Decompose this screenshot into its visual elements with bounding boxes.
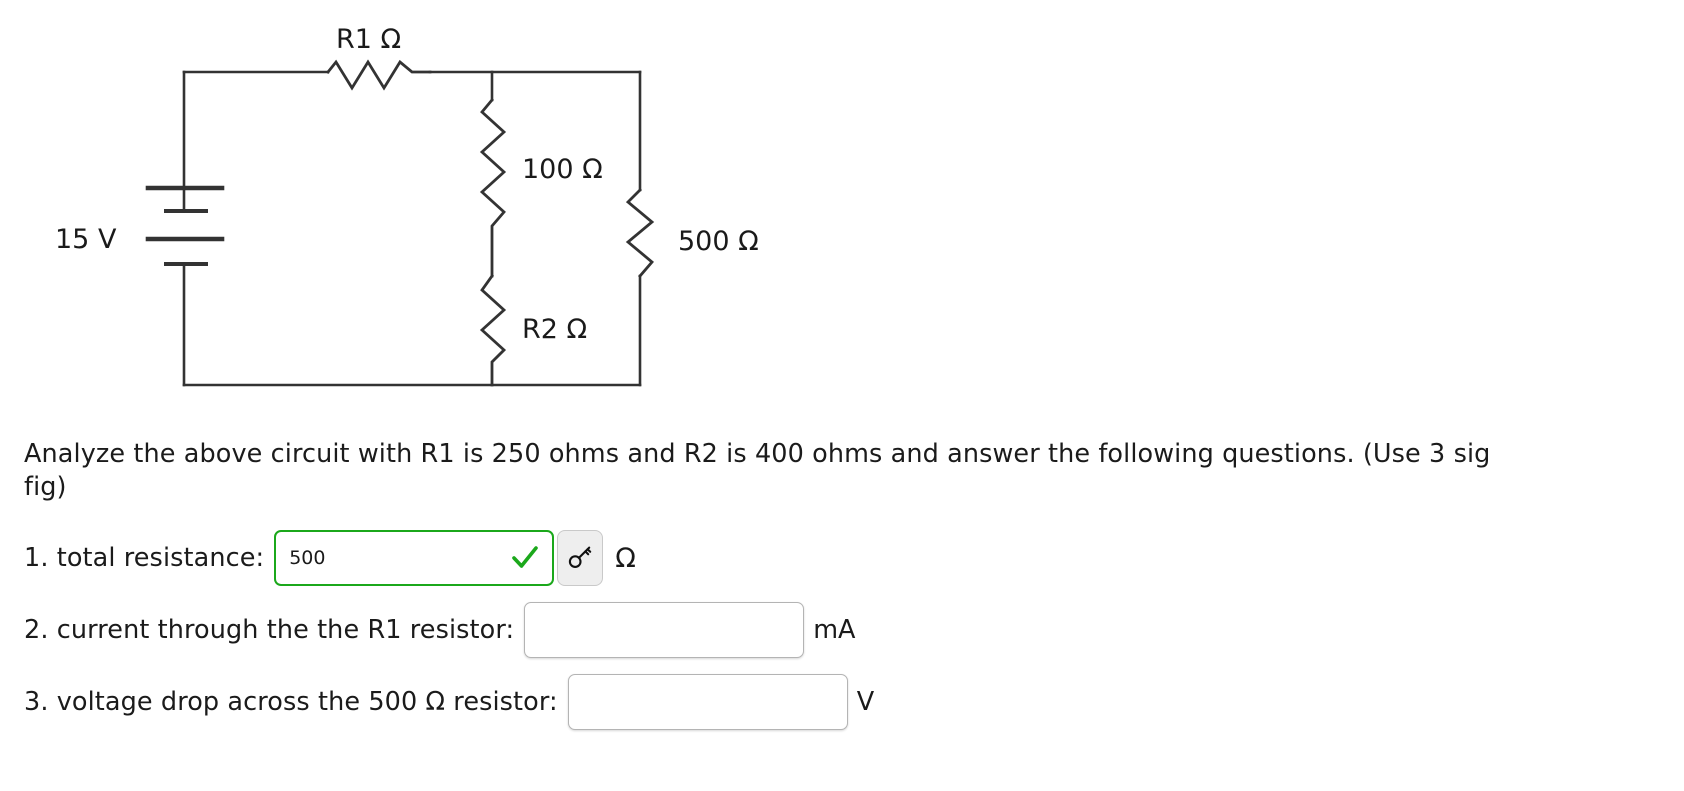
question-row-1: 1. total resistance: [24, 522, 1324, 594]
questions-list: 1. total resistance: [24, 522, 1324, 738]
label-r1: R1 Ω [336, 24, 401, 55]
label-r2: R2 Ω [522, 314, 587, 345]
circuit-diagram: R1 Ω 15 V 100 Ω 500 Ω R2 Ω [0, 0, 840, 400]
question-prompt: Analyze the above circuit with R1 is 250… [24, 438, 1491, 503]
question-3-field-wrap [567, 674, 848, 730]
question-row-3: 3. voltage drop across the 500 Ω resisto… [24, 666, 1324, 738]
total-resistance-input[interactable] [274, 530, 555, 586]
resistor-r1-zigzag [326, 59, 432, 91]
question-3-unit: V [856, 687, 875, 717]
current-r1-input[interactable] [524, 602, 805, 658]
question-2-field-wrap [524, 602, 805, 658]
label-source: 15 V [55, 224, 117, 255]
question-2-label: 2. current through the the R1 resistor: [24, 615, 515, 645]
question-1-field-wrap [274, 530, 555, 586]
question-row-2: 2. current through the the R1 resistor: … [24, 594, 1324, 666]
label-500-ohm: 500 Ω [678, 226, 759, 257]
key-icon [566, 543, 594, 574]
question-3-label: 3. voltage drop across the 500 Ω resisto… [24, 687, 558, 717]
resistor-500-zigzag [625, 188, 655, 278]
question-1-unit: Ω [615, 542, 636, 574]
voltage-drop-500-input[interactable] [567, 674, 848, 730]
resistor-r2-zigzag [479, 274, 507, 387]
label-100-ohm: 100 Ω [522, 154, 603, 185]
resistor-100-zigzag [479, 98, 507, 278]
question-2-unit: mA [813, 615, 856, 645]
answer-key-button[interactable] [557, 530, 604, 586]
question-1-label: 1. total resistance: [24, 543, 265, 573]
